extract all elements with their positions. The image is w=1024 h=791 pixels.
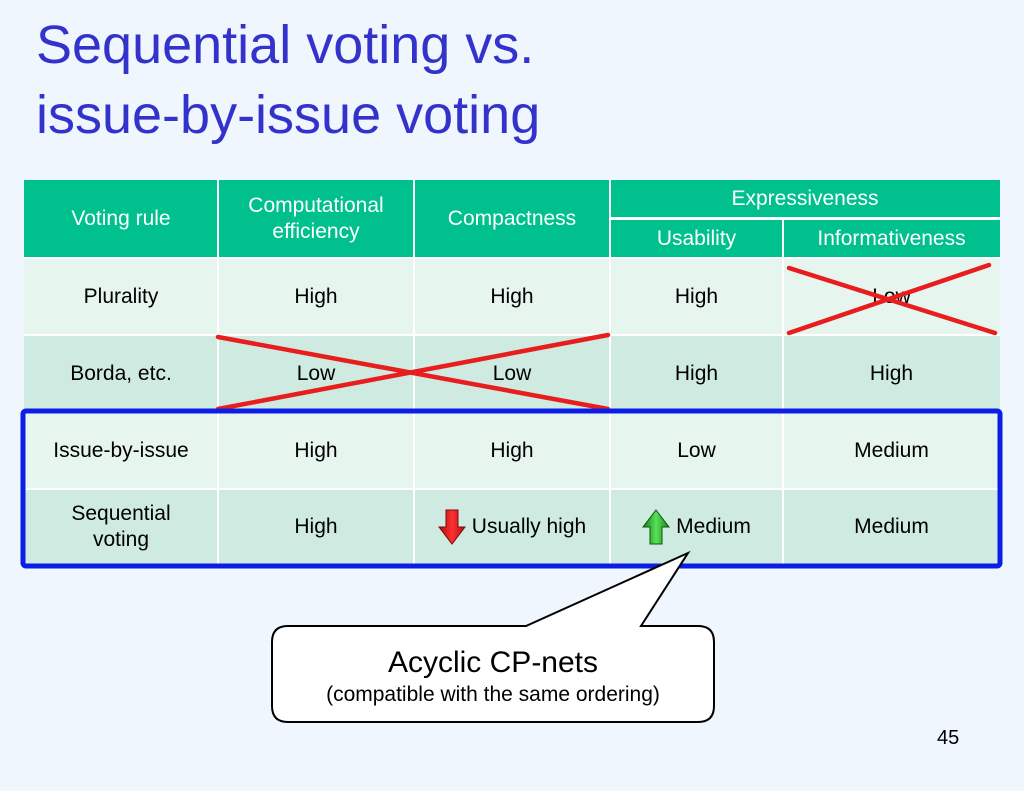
title-line-1: Sequential voting vs. bbox=[36, 15, 535, 75]
table-row-4-usability: Medium bbox=[610, 489, 783, 564]
table-row-4-informativeness: Medium bbox=[783, 489, 1000, 564]
table-row-1-usability: High bbox=[610, 258, 783, 335]
table-row-3-rule: Issue-by-issue bbox=[24, 412, 218, 489]
table-row-4-compactness: Usually high bbox=[414, 489, 610, 564]
table-row-1-rule: Plurality bbox=[24, 258, 218, 335]
table-row-3-usability: Low bbox=[610, 412, 783, 489]
arrow-up-icon bbox=[642, 508, 671, 544]
callout-bubble bbox=[271, 550, 715, 723]
title-line-2: issue-by-issue voting bbox=[36, 85, 541, 145]
strike-x-borda-efficiency-compactness bbox=[215, 332, 611, 412]
table-row-1-efficiency: High bbox=[218, 258, 414, 335]
header-compactness: Compactness bbox=[414, 180, 610, 258]
grid-line bbox=[782, 218, 784, 564]
page-number: 45 bbox=[937, 727, 960, 749]
table-row-4-rule: Sequential voting bbox=[24, 489, 218, 564]
header-voting-rule: Voting rule bbox=[24, 180, 218, 258]
header-expressiveness: Expressiveness bbox=[610, 180, 1000, 218]
highlight-box bbox=[20, 408, 1003, 569]
callout-sub-text: (compatible with the same ordering) bbox=[326, 683, 660, 706]
grid-line bbox=[609, 180, 611, 564]
table-row-2-informativeness: High bbox=[783, 335, 1000, 412]
strike-x-plurality-informativeness bbox=[786, 262, 998, 336]
grid-line bbox=[610, 217, 1000, 220]
table-row-2-compactness: Low bbox=[414, 335, 610, 412]
table-row-3-compactness: High bbox=[414, 412, 610, 489]
page-title: Sequential voting vs. issue-by-issue vot… bbox=[36, 10, 540, 150]
table-row-3-informativeness: Medium bbox=[783, 412, 1000, 489]
header-usability: Usability bbox=[610, 220, 783, 258]
header-informativeness: Informativeness bbox=[783, 220, 1000, 258]
table-row-3-efficiency: High bbox=[218, 412, 414, 489]
table-row-1-compactness: High bbox=[414, 258, 610, 335]
callout-main-text: Acyclic CP-nets bbox=[387, 646, 599, 679]
grid-line bbox=[217, 180, 219, 564]
table-row-2-usability: High bbox=[610, 335, 783, 412]
grid-line bbox=[24, 257, 1000, 259]
table-row-2-rule: Borda, etc. bbox=[24, 335, 218, 412]
table-row-4-efficiency: High bbox=[218, 489, 414, 564]
table-row-2-efficiency: Low bbox=[218, 335, 414, 412]
header-computational-efficiency: Computational efficiency bbox=[218, 180, 414, 258]
callout: Acyclic CP-nets (compatible with the sam… bbox=[270, 644, 716, 708]
arrow-down-icon bbox=[437, 509, 466, 545]
grid-line bbox=[24, 334, 1000, 336]
grid-line bbox=[24, 488, 1000, 490]
